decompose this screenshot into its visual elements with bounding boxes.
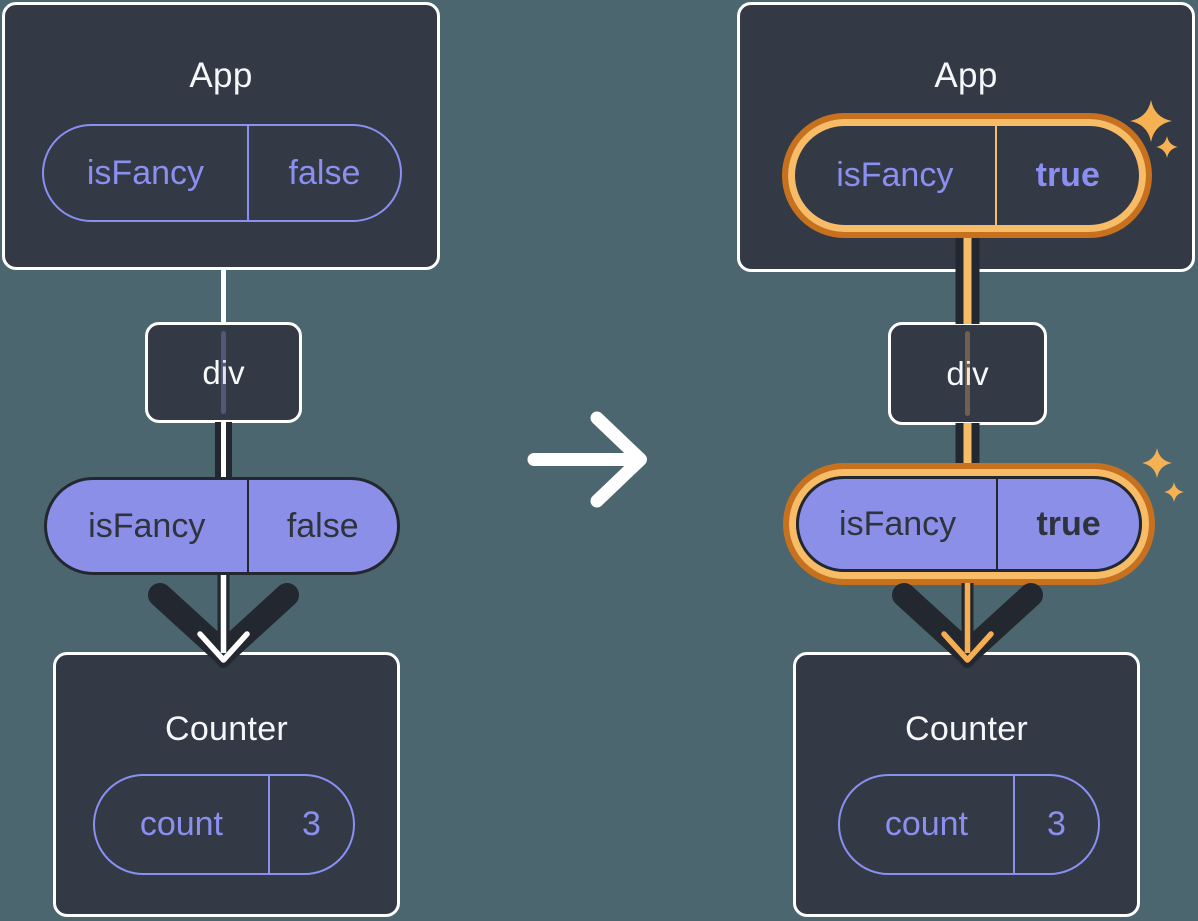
- app-prop-pill-after-highlighted: isFancy true: [782, 113, 1152, 238]
- counter-title: Counter: [164, 710, 289, 748]
- state-value-cell: 3: [267, 776, 353, 873]
- prop-value-cell: true: [994, 126, 1139, 225]
- highlight-ring: isFancy true: [788, 119, 1146, 232]
- prop-name-cell: isFancy: [88, 506, 206, 545]
- down-arrow-icon-highlighted: [892, 583, 1043, 668]
- app-title: App: [189, 56, 253, 95]
- sparkles-icon: [1142, 448, 1184, 502]
- counter-state-pill: count 3: [838, 774, 1100, 875]
- counter-title: Counter: [904, 710, 1029, 748]
- flow-prop-pill-before: isFancy false: [44, 477, 400, 575]
- arrow-head: [590, 411, 647, 508]
- prop-name-cell: isFancy: [839, 504, 957, 543]
- arrow-chevron-wide: [148, 583, 299, 665]
- right-arrow-icon: [527, 411, 647, 508]
- sparkle-small: [1164, 482, 1184, 502]
- state-name-cell: count: [139, 805, 224, 843]
- arrow-chevron-wide: [892, 583, 1043, 665]
- sparkle-large: [1142, 448, 1172, 478]
- down-arrow-icon: [148, 575, 299, 668]
- state-name-cell: count: [884, 805, 969, 843]
- flow-prop-pill-after-highlighted: isFancy true: [783, 463, 1155, 585]
- prop-value-cell: false: [246, 480, 398, 572]
- counter-state-pill: count 3: [93, 774, 355, 875]
- prop-value-cell: true: [996, 479, 1139, 569]
- prop-name-cell: isFancy: [836, 156, 954, 194]
- state-value-cell: 3: [1012, 776, 1098, 873]
- prop-value-cell: false: [246, 126, 400, 220]
- counter-card-before: Counter count 3: [53, 652, 400, 917]
- highlight-ring: isFancy true: [789, 469, 1149, 579]
- div-node-before: div: [145, 322, 302, 423]
- counter-card-after: Counter count 3: [793, 652, 1140, 917]
- div-label: div: [946, 354, 989, 392]
- div-label: div: [202, 353, 245, 391]
- app-prop-pill-before: isFancy false: [42, 124, 402, 222]
- div-node-after: div: [888, 322, 1047, 425]
- pass-through-line: [221, 331, 226, 414]
- app-title: App: [934, 56, 998, 95]
- prop-name-cell: isFancy: [86, 153, 205, 192]
- pass-through-line: [965, 331, 970, 416]
